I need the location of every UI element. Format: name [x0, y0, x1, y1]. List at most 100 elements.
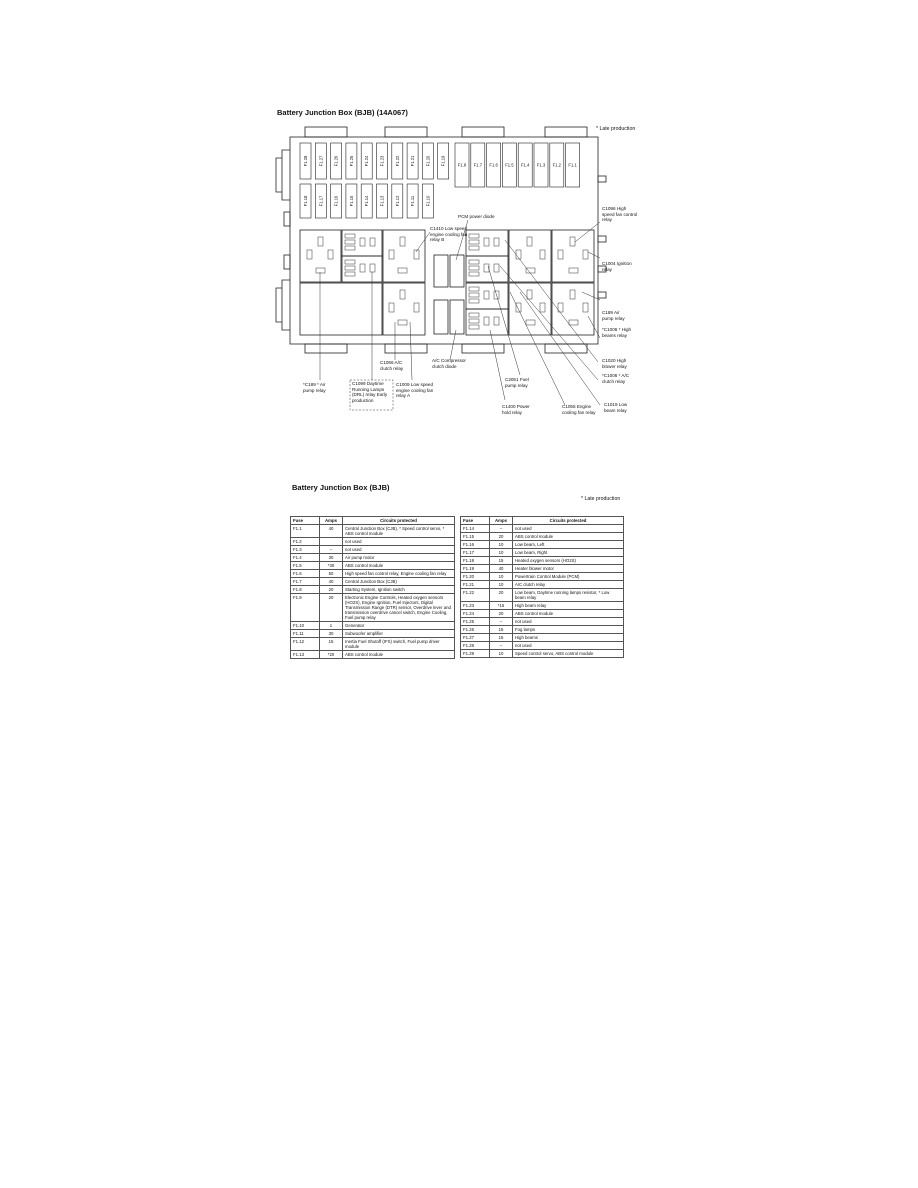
fuse-label: F1.28 [303, 155, 308, 166]
fuse-cell: F1.4 [290, 553, 320, 562]
amps-cell: 15 [489, 625, 513, 634]
label-c1410: C1410 Low speed engine cooling fan relay… [430, 226, 468, 243]
fuse-label: F1.16 [334, 195, 339, 206]
fuse-slot [391, 142, 404, 180]
fuse-cell: F1.1 [290, 524, 320, 538]
fuse-slot [406, 183, 419, 219]
circuits-cell: Central Junction Box (CJB) [342, 577, 455, 586]
circuits-cell: Low beam, Right [512, 548, 624, 557]
fuse-label: F1.5 [505, 163, 514, 168]
amps-cell: 20 [489, 532, 513, 541]
fuse-label: F1.21 [410, 155, 415, 166]
fuse-cell: F1.11 [290, 629, 320, 638]
circuits-cell: High beam relay [512, 601, 624, 610]
fuse-label: F1.10 [425, 195, 430, 206]
table-title: Battery Junction Box (BJB) [292, 483, 390, 492]
fuse-cell: F1.5 [290, 561, 320, 570]
label-c1400: C1400 Power hold relay [502, 404, 530, 415]
fuse-label: F1.8 [458, 163, 467, 168]
fuse-slot [422, 142, 434, 180]
table-row: F1.25--not used [460, 617, 624, 626]
label-c1009: C1009 Low speed engine cooling fan relay… [396, 382, 434, 399]
fuse-label: F1.24 [364, 155, 369, 166]
circuits-cell: ABS control module [342, 650, 455, 659]
fuse-slot [376, 183, 388, 219]
amps-cell: 1 [319, 621, 343, 630]
fuse-label: F1.4 [521, 163, 530, 168]
fuse-cell: F1.16 [460, 540, 490, 549]
fuse-slot [422, 183, 434, 219]
fuse-label: F1.22 [395, 155, 400, 166]
fuse-slot [345, 142, 358, 180]
circuits-cell: not used [512, 641, 624, 650]
fuse-label: F1.20 [425, 155, 430, 166]
circuits-cell: ABS control module [512, 532, 624, 541]
fuse-slot [502, 142, 517, 188]
circuits-cell: Low beam, Daytime running lamps resistor… [512, 588, 624, 602]
label-c2051: C2051 Fuel pump relay [505, 377, 529, 388]
label-c1099: C1099 Daytime Running Lamps (DRL) relay … [352, 381, 388, 403]
table-row: F1.3--not used [290, 545, 455, 554]
fuse-slot [517, 142, 533, 188]
fuse-label: F1.7 [474, 163, 483, 168]
fuse-cell: F1.25 [460, 617, 490, 626]
fuse-label: F1.11 [410, 195, 415, 206]
fuse-slot [360, 183, 373, 219]
fuse-slot [406, 142, 419, 180]
label-c1004: C1004 Ignition relay [602, 261, 632, 272]
fuse-label: F1.1 [568, 163, 577, 168]
amps-cell: 10 [489, 580, 513, 589]
fuse-label: F1.17 [318, 195, 323, 206]
fuse-cell: F1.6 [290, 569, 320, 578]
label-c189: C189 Air pump relay [602, 310, 625, 321]
fuse-label: F1.26 [334, 155, 339, 166]
fuse-cell: F1.14 [460, 524, 490, 533]
circuits-cell: Heated oxygen sensors (HO2S) [512, 556, 624, 565]
amps-cell: 30 [319, 553, 343, 562]
fuse-cell: F1.8 [290, 585, 320, 594]
fuse-cell: F1.13 [290, 650, 320, 659]
fuse-slot [330, 142, 342, 180]
fuse-label: F1.3 [537, 163, 546, 168]
amps-cell: 10 [489, 540, 513, 549]
label-c1055: C1055 Engine cooling fan relay [562, 404, 596, 415]
fuse-slot [360, 142, 373, 180]
fuse-cell: F1.7 [290, 577, 320, 586]
fuse-slot [330, 183, 342, 219]
label-c1096: C1096 High speed fan control relay [602, 206, 638, 223]
fuse-cell: F1.22 [460, 588, 490, 602]
amps-cell: 50 [319, 569, 343, 578]
fuse-label: F1.6 [489, 163, 498, 168]
fuse-slot [470, 142, 486, 188]
fuse-label: F1.12 [395, 195, 400, 206]
label-pcm-diode: PCM power diode [458, 214, 495, 219]
fuse-cell: F1.3 [290, 545, 320, 554]
amps-cell: 40 [319, 577, 343, 586]
fuse-slot [565, 142, 580, 188]
fuse-slot [549, 142, 565, 188]
fuse-label: F1.18 [303, 195, 308, 206]
circuits-cell: ABS control module [342, 561, 455, 570]
amps-cell: 10 [489, 572, 513, 581]
circuits-cell: Powertrain Control Module (PCM) [512, 572, 624, 581]
fuse-slot [533, 142, 549, 188]
diagram-title: Battery Junction Box (BJB) (14A067) [277, 108, 408, 117]
amps-cell: 30 [319, 629, 343, 638]
circuits-cell: not used [512, 524, 624, 533]
header-circuits: Circuits protected [512, 516, 624, 525]
fuse-cell: F1.27 [460, 633, 490, 642]
fuse-cell: F1.21 [460, 580, 490, 589]
fuse-slot [437, 142, 450, 180]
amps-cell: *15 [489, 601, 513, 610]
fuse-label: F1.2 [553, 163, 562, 168]
circuits-cell: Air pump motor [342, 553, 455, 562]
amps-cell: 15 [319, 637, 343, 651]
